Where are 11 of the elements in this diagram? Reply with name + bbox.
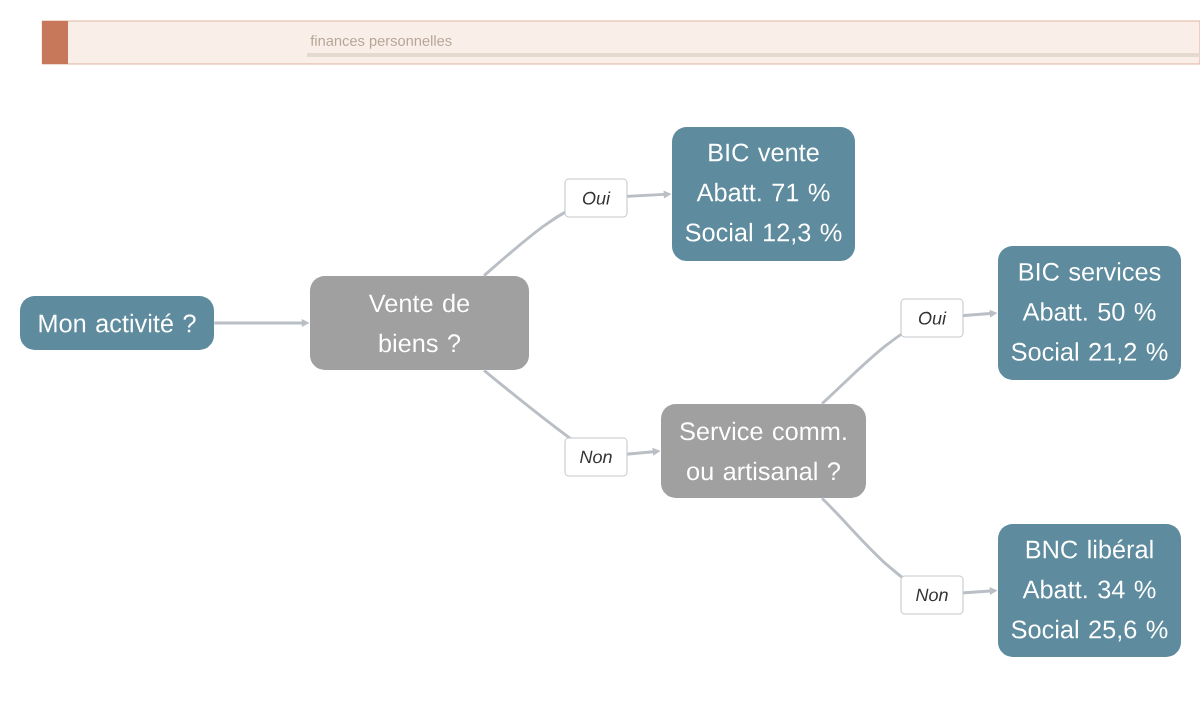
decision-box: Vente de biens ? [310, 276, 529, 370]
edge-label: Non [900, 575, 964, 615]
decision-box: Service comm. ou artisanal ? [661, 404, 866, 498]
tagline: finances personnelles [310, 35, 452, 49]
start-box: Mon activité ? [20, 296, 214, 350]
result-box: BIC vente Abatt. 71 % Social 12,3 % [672, 127, 855, 261]
edge-label: Oui [564, 178, 628, 218]
result-box: BIC services Abatt. 50 % Social 21,2 % [998, 246, 1181, 380]
edge-label: Oui [900, 298, 964, 338]
result-box: BNC libéral Abatt. 34 % Social 25,6 % [998, 524, 1181, 657]
edge-label: Non [564, 437, 628, 477]
